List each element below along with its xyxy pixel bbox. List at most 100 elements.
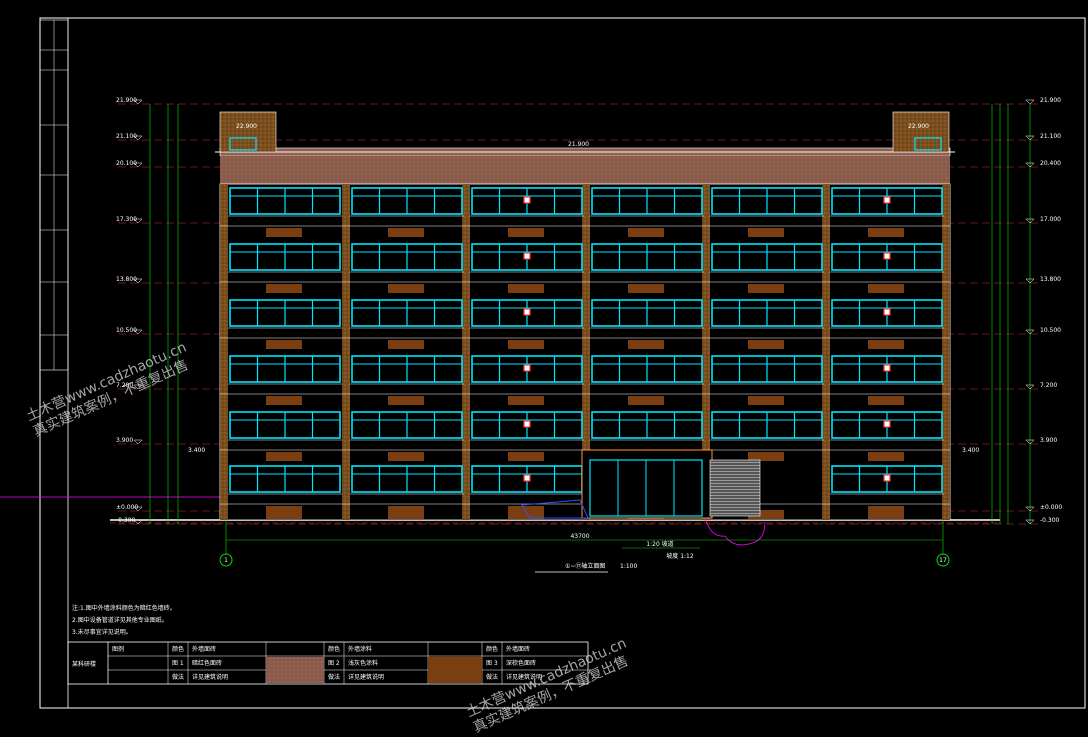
elevation-left: 13.800 xyxy=(116,276,137,283)
plinth-panel xyxy=(748,510,784,519)
ac-panel xyxy=(508,284,544,293)
vent-icon xyxy=(523,364,531,372)
ac-panel xyxy=(266,452,302,461)
elevation-marker-icon xyxy=(1025,506,1035,512)
window-bay xyxy=(228,355,342,405)
project-name: 某科研楼 xyxy=(72,660,96,668)
title-block-cell: 做法 xyxy=(328,673,340,681)
window-bay xyxy=(590,299,704,349)
title-block-cell: 颜色 xyxy=(486,645,498,653)
window-bay xyxy=(350,355,464,405)
ac-panel xyxy=(388,228,424,237)
window-bay xyxy=(228,299,342,349)
elevation-marker-icon xyxy=(1025,135,1035,141)
ac-panel xyxy=(508,228,544,237)
title-block-cell: 图例 xyxy=(112,645,124,653)
window-bay xyxy=(228,243,342,293)
vent-icon xyxy=(523,252,531,260)
vent-icon xyxy=(883,252,891,260)
steps xyxy=(521,499,589,519)
vent-icon xyxy=(883,420,891,428)
title-block-cell: 浅灰色涂料 xyxy=(348,659,378,667)
vent-icon xyxy=(883,196,891,204)
vent-icon xyxy=(523,308,531,316)
ac-panel xyxy=(388,396,424,405)
elevation-marker-icon xyxy=(133,329,143,335)
window-bay xyxy=(590,187,704,237)
parapet-label-right: 22.900 xyxy=(908,123,929,130)
title-block-cell: 外墙面砖 xyxy=(506,645,530,653)
window-bay xyxy=(470,187,584,237)
ac-panel xyxy=(266,340,302,349)
title-block-cell: 颜色 xyxy=(328,645,340,653)
elevation-marker-icon xyxy=(133,99,143,105)
vent-icon xyxy=(883,364,891,372)
window-bay xyxy=(710,243,824,293)
elevation-marker-icon xyxy=(1025,329,1035,335)
vent-icon xyxy=(523,474,531,482)
stair-tower-left xyxy=(219,111,277,153)
title-block-cell: 做法 xyxy=(172,673,184,681)
note-1: 注:1.图中外墙涂料颜色为暗红色墙砖。 xyxy=(72,604,176,612)
vent-icon xyxy=(523,196,531,204)
window-bay xyxy=(830,299,944,349)
elevation-marker-icon xyxy=(1025,99,1035,105)
tower-window-left xyxy=(229,137,257,151)
left-margin-table xyxy=(39,19,69,371)
tower-window-right xyxy=(914,137,942,151)
ac-panel xyxy=(868,396,904,405)
ac-panel xyxy=(868,340,904,349)
elevation-left: 10.500 xyxy=(116,327,137,334)
axis-right-label: 17 xyxy=(939,557,947,564)
window-bay xyxy=(710,355,824,405)
ac-panel xyxy=(266,396,302,405)
elevation-marker-icon xyxy=(133,506,143,512)
roller-shutter xyxy=(709,459,761,517)
note-3: 3.未尽事宜详见说明。 xyxy=(72,628,132,636)
window-bay xyxy=(590,243,704,293)
title-block-cell: 外墙涂料 xyxy=(348,645,372,653)
window-bay xyxy=(710,299,824,349)
plinth-panel xyxy=(508,510,544,519)
elevation-marker-icon xyxy=(1025,162,1035,168)
elevation-labels-right: 21.90021.10020.40017.00013.80010.5007.20… xyxy=(1025,97,1062,525)
plinth-panel xyxy=(388,510,424,519)
window-bay xyxy=(350,243,464,293)
window-bay xyxy=(830,411,944,461)
top-band xyxy=(220,156,950,184)
overall-dim: 43700 xyxy=(570,533,589,540)
elevation-right: 13.800 xyxy=(1040,276,1061,283)
axis-bubble-left xyxy=(219,553,233,567)
pilaster xyxy=(462,184,470,520)
ac-panel xyxy=(508,340,544,349)
axis-bubble-right xyxy=(936,553,950,567)
elevation-labels-left: 21.90021.10020.10017.30013.80010.5007.20… xyxy=(116,97,143,525)
elevation-marker-icon xyxy=(1025,519,1035,525)
canopy-label-right: 3.400 xyxy=(962,447,979,454)
ac-panel xyxy=(748,228,784,237)
drawing-title: ①~⑰轴立面图 xyxy=(565,562,605,570)
elevation-marker-icon xyxy=(133,439,143,445)
ac-panel xyxy=(628,228,664,237)
elevation-right: 10.500 xyxy=(1040,327,1061,334)
elevation-left: 3.900 xyxy=(116,437,133,444)
pilaster xyxy=(702,184,710,520)
elevation-marker-icon xyxy=(133,162,143,168)
elevation-marker-icon xyxy=(1025,218,1035,224)
ac-panel xyxy=(508,452,544,461)
window-bay xyxy=(228,411,342,461)
plinth-panel xyxy=(266,510,302,519)
ac-panel xyxy=(628,284,664,293)
window-bay xyxy=(710,187,824,237)
elevation-left: ±0.000 xyxy=(116,504,138,511)
window-bay xyxy=(830,355,944,405)
entrance-canopy xyxy=(581,449,713,519)
roof-label: 21.900 xyxy=(568,141,589,148)
window-bay xyxy=(350,299,464,349)
ac-panel xyxy=(748,284,784,293)
title-block-cell: 详见建筑说明 xyxy=(348,673,384,681)
axes: 1 17 43700 1:20 坡道 坡度 1:12 xyxy=(219,520,950,567)
window-bay xyxy=(590,355,704,405)
drawing-scale: 1:100 xyxy=(620,563,637,570)
